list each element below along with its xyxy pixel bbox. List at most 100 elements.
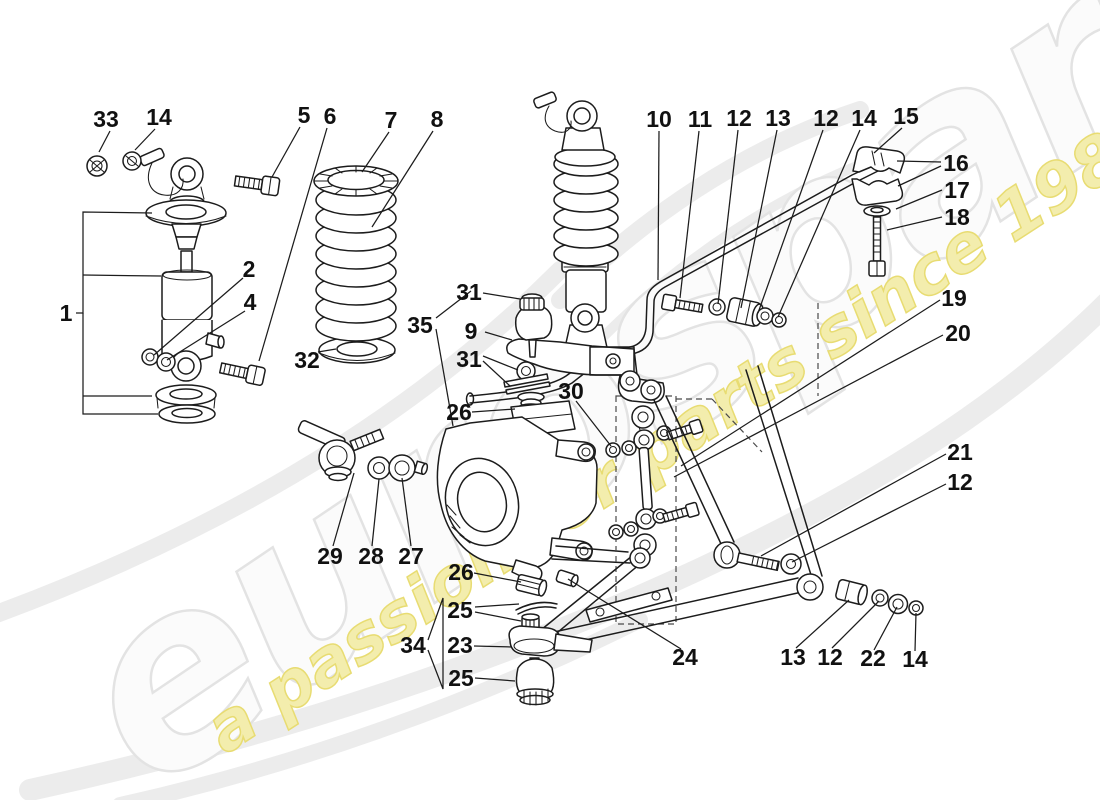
leader-line: [482, 292, 521, 300]
shock-sensor-wire: [148, 162, 184, 196]
callout-25a: 25: [447, 597, 473, 623]
shock-absorber-drawing: [139, 147, 227, 424]
leader-line: [474, 677, 516, 682]
callout-31b: 31: [456, 346, 482, 372]
washer-28: [367, 456, 391, 480]
bracket-line: [76, 211, 153, 314]
leader-line: [791, 483, 947, 563]
callout-14c: 14: [902, 646, 928, 672]
drop-link-drawing: [605, 303, 819, 625]
bracket-line: [427, 597, 444, 690]
leader-line: [657, 130, 660, 281]
callout-4: 4: [244, 289, 257, 315]
callout-35: 35: [407, 312, 433, 338]
bracket-line: [435, 290, 472, 319]
callout-9: 9: [465, 318, 478, 344]
leader-line: [361, 131, 390, 173]
bolt-6-drawing: [218, 362, 266, 387]
callout-6: 6: [324, 103, 337, 129]
bracket-line: [435, 328, 454, 427]
callout-27: 27: [398, 543, 424, 569]
watermark-swoosh: [19, 294, 1100, 800]
leader-line: [831, 600, 880, 649]
leader-line: [897, 165, 942, 187]
link-nut-lower: [608, 524, 624, 540]
leader-line: [873, 127, 903, 154]
strut-sensor-connector: [533, 91, 557, 109]
spacer-13: [835, 579, 868, 606]
leader-line: [473, 645, 513, 648]
shock-lower-washer: [156, 352, 176, 372]
leader-line: [482, 355, 519, 371]
nut-14-drawing: [122, 151, 142, 171]
leader-line: [474, 603, 520, 608]
nut-14: [908, 600, 924, 616]
watermark-swoosh: [0, 261, 569, 623]
reinforcement-plate: [585, 587, 673, 623]
callout-26a: 26: [446, 399, 472, 425]
leader-line: [895, 189, 943, 210]
leader-line: [567, 578, 682, 650]
leader-line: [98, 130, 111, 153]
link-nut-upper: [605, 442, 621, 458]
callout-5: 5: [298, 102, 311, 128]
knuckle-drawing: [436, 293, 638, 582]
bar-clamp-drawing: [851, 146, 906, 277]
leader-line: [474, 611, 522, 622]
leader-line: [258, 127, 328, 362]
callout-16: 16: [943, 150, 969, 176]
shock-lower-nut: [141, 348, 159, 366]
leader-line: [473, 572, 522, 583]
callout-23: 23: [447, 632, 473, 658]
callout-19: 19: [941, 285, 967, 311]
strut-sensor-wire: [544, 105, 572, 133]
callout-13a: 13: [765, 105, 791, 131]
callout-17: 17: [944, 177, 970, 203]
link-bolt-upper: [666, 418, 704, 441]
leader-line: [166, 310, 246, 361]
washer-12: [780, 553, 802, 575]
leader-line: [371, 130, 434, 228]
callout-2: 2: [243, 256, 256, 282]
callout-25b: 25: [448, 665, 474, 691]
callout-14b: 14: [851, 105, 877, 131]
callout-28: 28: [358, 543, 384, 569]
callout-10: 10: [646, 106, 672, 132]
lower-wishbone-drawing: [508, 365, 924, 706]
leader-line: [317, 348, 337, 353]
callout-24: 24: [672, 644, 698, 670]
leader-line: [575, 400, 612, 447]
callout-11: 11: [688, 106, 713, 132]
callout-12a: 12: [726, 105, 752, 131]
leader-line: [673, 334, 944, 478]
leader-line: [679, 130, 700, 299]
leader-line: [873, 606, 898, 651]
leader-line: [484, 331, 513, 341]
callout-12d: 12: [817, 644, 843, 670]
tie-rod-drawing: [297, 420, 429, 482]
callout-32: 32: [294, 347, 320, 373]
nut-33-drawing: [86, 155, 108, 177]
bracket-line: [82, 274, 162, 277]
leader-line: [740, 129, 778, 309]
leader-line: [332, 472, 355, 547]
leader-line: [153, 277, 244, 356]
callout-22: 22: [860, 645, 886, 671]
leader-line: [717, 129, 739, 305]
callout-15: 15: [893, 103, 919, 129]
clip-25: [515, 601, 558, 615]
shim-plate-31: [503, 373, 549, 388]
callout-12b: 12: [813, 105, 839, 131]
bolt-5-drawing: [233, 175, 281, 197]
leader-line: [896, 160, 942, 163]
callout-33: 33: [93, 106, 119, 132]
leader-line: [777, 129, 861, 318]
leader-line: [757, 129, 824, 314]
upper-arm-drawing: [506, 338, 638, 376]
leader-line: [886, 216, 943, 231]
callout-12c: 12: [947, 469, 973, 495]
callout-31a: 31: [456, 279, 482, 305]
